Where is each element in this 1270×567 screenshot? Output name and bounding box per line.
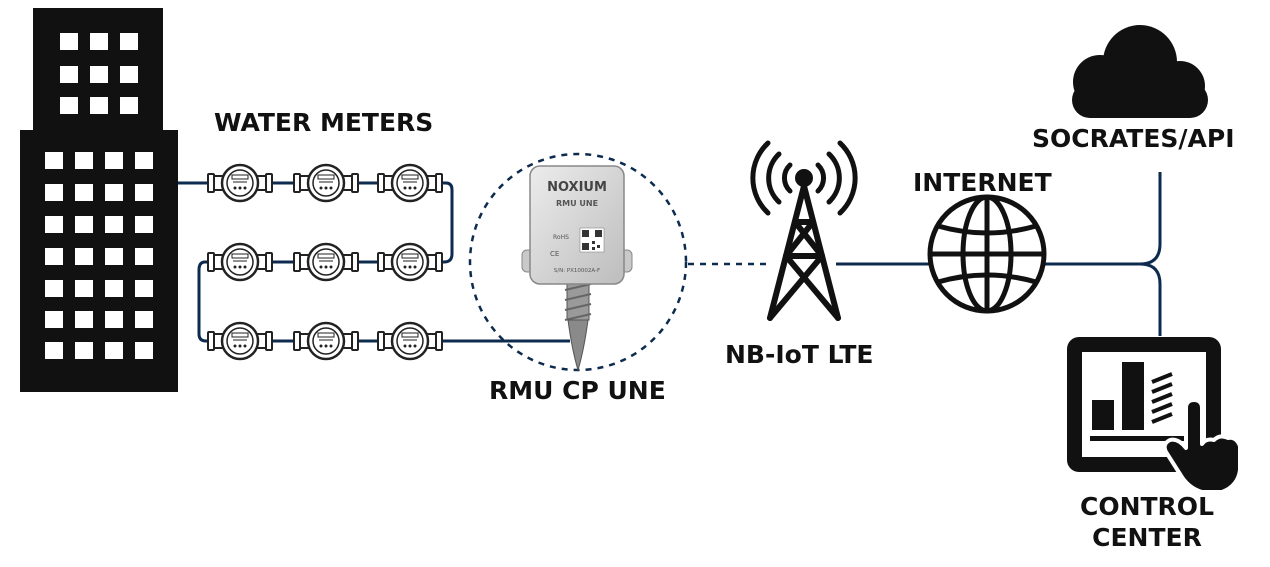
water-meter-icon [378,244,442,280]
water-meter-icon [294,323,358,359]
device-model: RMU UNE [556,199,598,208]
water-meter-icon [378,165,442,201]
cloud-icon [1072,25,1208,118]
water-meter-icon [208,323,272,359]
water-meter-icon [208,165,272,201]
water-meter-icon [378,323,442,359]
device-rohs: RoHS [553,234,569,241]
building-icon [20,8,178,392]
label-water-meters: WATER METERS [214,110,433,135]
water-meter-icon [294,165,358,201]
label-control-line1: CONTROL [1062,494,1232,519]
cell-tower-icon [753,143,855,318]
water-meters [208,165,442,359]
water-meter-icon [208,244,272,280]
water-meter-icon [294,244,358,280]
label-socrates-api: SOCRATES/API [1032,126,1235,151]
globe-icon [930,197,1044,311]
device-brand: NOXIUM [547,180,607,195]
label-internet: INTERNET [913,170,1052,195]
device-serial: S/N: PX10002A-F [554,268,600,274]
label-nb-iot-lte: NB-IoT LTE [725,342,874,367]
label-control-line2: CENTER [1062,525,1232,550]
label-control-center: CONTROL CENTER [1062,494,1232,550]
rmu-device-icon: NOXIUM RMU UNE RoHS CE S/N: PX10002A-F [522,166,632,370]
device-ce-mark: CE [550,250,559,258]
qr-code-icon [580,228,604,252]
label-rmu-cp-une: RMU CP UNE [489,378,666,403]
